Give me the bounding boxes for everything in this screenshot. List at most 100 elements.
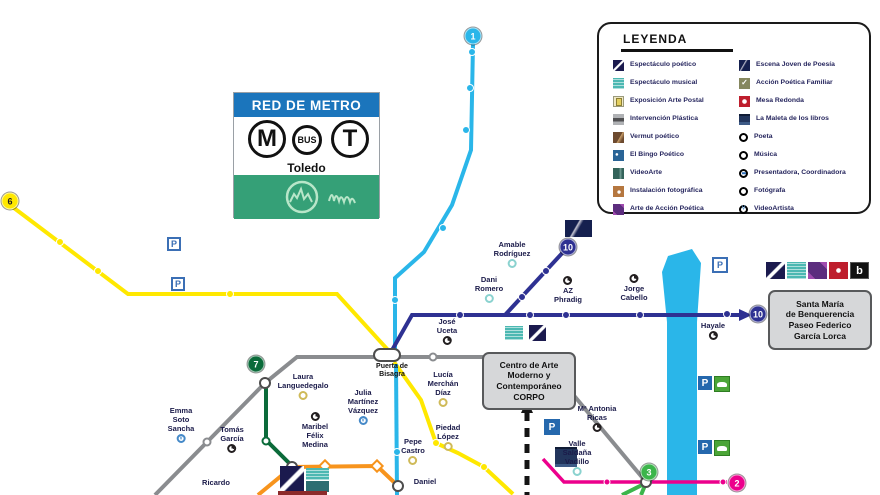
legend-column-right: Escena Joven de PoesíaAcción Poética Fam… xyxy=(739,56,869,218)
parking-icon: P xyxy=(712,257,728,273)
station-name: Puerta de Bisagra xyxy=(376,363,408,379)
metro-m-icon: M xyxy=(248,120,286,158)
corpo-art-center-box: Centro de Arte Moderno y Contemporáneo C… xyxy=(482,352,576,410)
station-jorge: Jorge Cabello xyxy=(620,274,648,302)
bus-icon: BUS xyxy=(292,125,322,155)
station-julia: Julia Martínez Vázquez xyxy=(348,388,378,425)
mesa-redonda-icon xyxy=(278,491,327,495)
station-valle: Valle Saldaña Vadillo xyxy=(562,439,592,476)
arte-de-accion-poetica-icon xyxy=(613,203,624,215)
legend-row: Exposición Arte Postal xyxy=(613,92,739,110)
legend-label: Instalación fotográfica xyxy=(630,186,703,194)
station-name: José Uceta xyxy=(436,317,458,335)
espectaculo-musical-icon xyxy=(613,77,624,89)
poeta-icon xyxy=(629,274,639,283)
station-maribel: Maribel Félix Medina xyxy=(302,412,328,449)
station-puerta-de: Puerta de Bisagra xyxy=(376,363,408,380)
station-az: AZ Phradig xyxy=(554,276,582,304)
legend-label: Exposición Arte Postal xyxy=(630,96,704,104)
videoartista-icon xyxy=(176,434,186,443)
logo-footer xyxy=(234,175,379,219)
fotografa-icon xyxy=(408,456,418,465)
station-name: Laura Languedegalo xyxy=(277,372,329,390)
legend-label: Mesa Redonda xyxy=(756,96,804,104)
line-orange xyxy=(256,463,400,495)
legend-label: Poeta xyxy=(754,132,773,140)
station-laura: Laura Languedegalo xyxy=(277,372,329,400)
station-name: Amable Rodríguez xyxy=(493,240,531,258)
legend-row: Presentadora, Coordinadora xyxy=(739,164,869,182)
station-name: Tomás García xyxy=(220,425,244,443)
tram-t-icon: T xyxy=(331,120,369,158)
legend-row: Poeta xyxy=(739,128,869,146)
station-name: Maribel Félix Medina xyxy=(301,422,329,449)
poeta-icon xyxy=(310,412,320,421)
line-1-cyan-south xyxy=(394,363,399,495)
station-pepe: Pepe Castro xyxy=(401,437,425,465)
legend-row: Intervención Plástica xyxy=(613,110,739,128)
b-logo-icon: b xyxy=(850,262,869,279)
legend-label: Escena Joven de Poesía xyxy=(756,60,835,68)
line-6-yellow xyxy=(8,203,390,352)
line-10-navy xyxy=(389,313,740,353)
station-name: Valle Saldaña Vadillo xyxy=(562,439,592,466)
legend-label: Arte de Acción Poética xyxy=(630,204,704,212)
legend-label: VideoArte xyxy=(630,168,662,176)
line-badge-3: 3 xyxy=(640,463,658,481)
poeta-icon xyxy=(739,132,748,142)
accion-poetica-familiar-icon xyxy=(739,77,750,89)
poeta-icon xyxy=(227,444,237,453)
legend-label: Presentadora, Coordinadora xyxy=(754,168,846,176)
legend-label: La Maleta de los libros xyxy=(756,114,829,122)
legend-row: Vermut poético xyxy=(613,128,739,146)
escena-joven-icon xyxy=(739,59,750,71)
poeta-icon xyxy=(708,331,718,340)
parking-icon: P xyxy=(698,376,712,390)
legend-row: Espectáculo poético xyxy=(613,56,739,74)
legend-row: Mesa Redonda xyxy=(739,92,869,110)
line-10-arrowhead xyxy=(739,309,752,321)
videoarte-icon xyxy=(306,481,329,492)
line-badge-2: 2 xyxy=(728,474,746,492)
legend-label: Música xyxy=(754,150,778,158)
legend-label: Acción Poética Familiar xyxy=(756,78,833,86)
mesa-redonda-icon xyxy=(739,95,750,107)
legend-row: El Bingo Poético xyxy=(613,146,739,164)
legend-label: VideoArtista xyxy=(754,204,794,212)
red-de-metro-logo: RED DE METRO M BUS T Toledo xyxy=(233,92,380,219)
legend-label: Espectáculo musical xyxy=(630,78,698,86)
poeta-icon xyxy=(592,423,602,432)
line-2-pink xyxy=(541,457,727,484)
espectaculo-musical-icon xyxy=(505,326,523,340)
musica-icon xyxy=(507,259,517,268)
videoartista-icon xyxy=(739,204,748,214)
car-icon xyxy=(714,376,730,392)
legend-label: Intervención Plástica xyxy=(630,114,698,122)
station-name: Piedad López xyxy=(435,423,461,441)
station-dani: Dani Romero xyxy=(475,275,503,303)
arte-de-accion-poetica-icon xyxy=(808,262,827,279)
line-badge-1: 1 xyxy=(464,27,482,45)
legend-row: Espectáculo musical xyxy=(613,74,739,92)
la-maleta-de-los-libros-icon xyxy=(739,113,750,125)
logo-mode-circles: M BUS T Toledo xyxy=(234,117,379,175)
espectaculo-musical-icon xyxy=(306,468,329,480)
station-name: Emma Soto Sancha xyxy=(167,406,195,433)
presentadora-icon xyxy=(739,168,748,178)
poeta-icon xyxy=(442,336,452,345)
skyline-signature-icon xyxy=(285,180,356,214)
musica-icon xyxy=(572,467,582,476)
instalacion-fotografica-icon xyxy=(613,185,624,197)
videoarte-icon xyxy=(613,167,624,179)
station-daniel: Daniel xyxy=(414,477,437,486)
legend-row: Instalación fotográfica xyxy=(613,182,739,200)
station-name: AZ Phradig xyxy=(554,286,582,304)
santa-maria-box: Santa María de Benquerencia Paseo Federi… xyxy=(768,290,872,350)
musica-icon xyxy=(739,150,748,160)
legend-label: Vermut poético xyxy=(630,132,680,140)
parking-icon: P xyxy=(544,419,560,435)
line-badge-10: 10 xyxy=(559,238,577,256)
escena-joven-icon xyxy=(565,220,592,237)
